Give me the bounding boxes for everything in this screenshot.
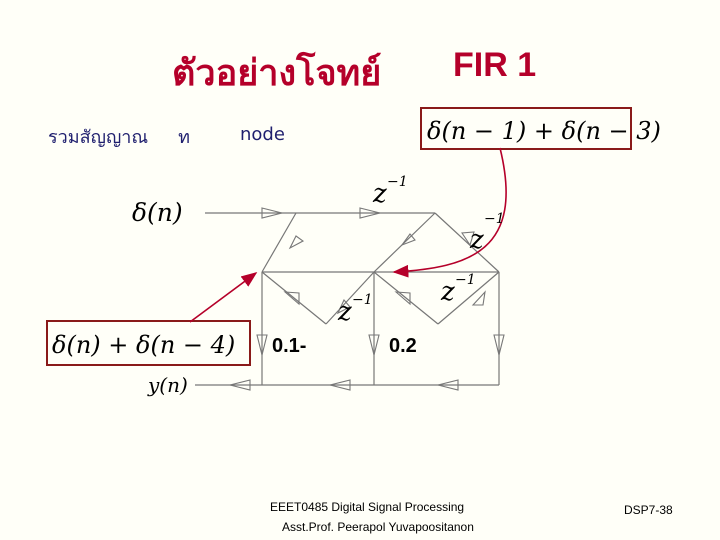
arrow-out-3 <box>437 379 459 391</box>
arrow-right-lower <box>471 290 486 306</box>
arrow-input <box>261 207 283 219</box>
arrow-top-mid <box>359 207 381 219</box>
footer-author: Asst.Prof. Peerapol Yuvapoositanon <box>282 520 474 534</box>
arrow-vert-3 <box>493 334 505 356</box>
arrow-lower-left <box>283 291 300 306</box>
arrow-right-diag <box>461 231 475 247</box>
arrow-vert-2 <box>368 334 380 356</box>
arrow-lower-center <box>336 298 351 315</box>
left-box <box>46 320 251 366</box>
subtitle-thai: รวมสัญญาณ <box>48 127 149 148</box>
delay-1-exp: −1 <box>387 174 408 190</box>
delay-2: z <box>469 225 484 255</box>
delay-4-exp: −1 <box>352 292 373 308</box>
delay-2-exp: −1 <box>484 211 505 227</box>
top-right-box-label: δ(n − 1) + δ(n − 3) <box>427 117 661 145</box>
delay-3-exp: −1 <box>455 272 476 288</box>
delay-3: z <box>440 277 455 307</box>
arrow-ul-diag <box>288 235 305 250</box>
red-arrow-curve <box>392 147 507 278</box>
top-right-box <box>420 107 632 150</box>
arrow-vert-1 <box>256 334 268 356</box>
title-thai: ตัวอย่างโจทย์ <box>172 53 382 94</box>
footer-slide: DSP7-38 <box>624 503 673 517</box>
delay-1: z <box>372 179 387 209</box>
footer-course: EEET0485 Digital Signal Processing <box>270 500 464 514</box>
arrow-out-1 <box>229 379 251 391</box>
output-label: y(n) <box>147 373 188 397</box>
title-fir: FIR 1 <box>453 46 537 84</box>
subtitle: รวมสัญญาณ ท <box>48 122 190 151</box>
arrow-lower-right <box>394 291 411 306</box>
input-label: δ(n) <box>132 198 183 227</box>
arrow-out-2 <box>329 379 351 391</box>
branch-arrows <box>229 207 505 391</box>
left-box-label: δ(n) + δ(n − 4) <box>52 331 235 359</box>
delay-4: z <box>337 297 352 327</box>
arrow-center-diag <box>400 233 416 247</box>
coefficient-2: 0.2 <box>389 335 417 357</box>
subtitle-node: node <box>240 124 285 145</box>
coefficient-1: 0.1- <box>272 335 306 357</box>
signal-lines <box>195 212 500 386</box>
subtitle-thai-tail: ท <box>178 127 190 148</box>
red-arrow-left <box>189 272 258 323</box>
